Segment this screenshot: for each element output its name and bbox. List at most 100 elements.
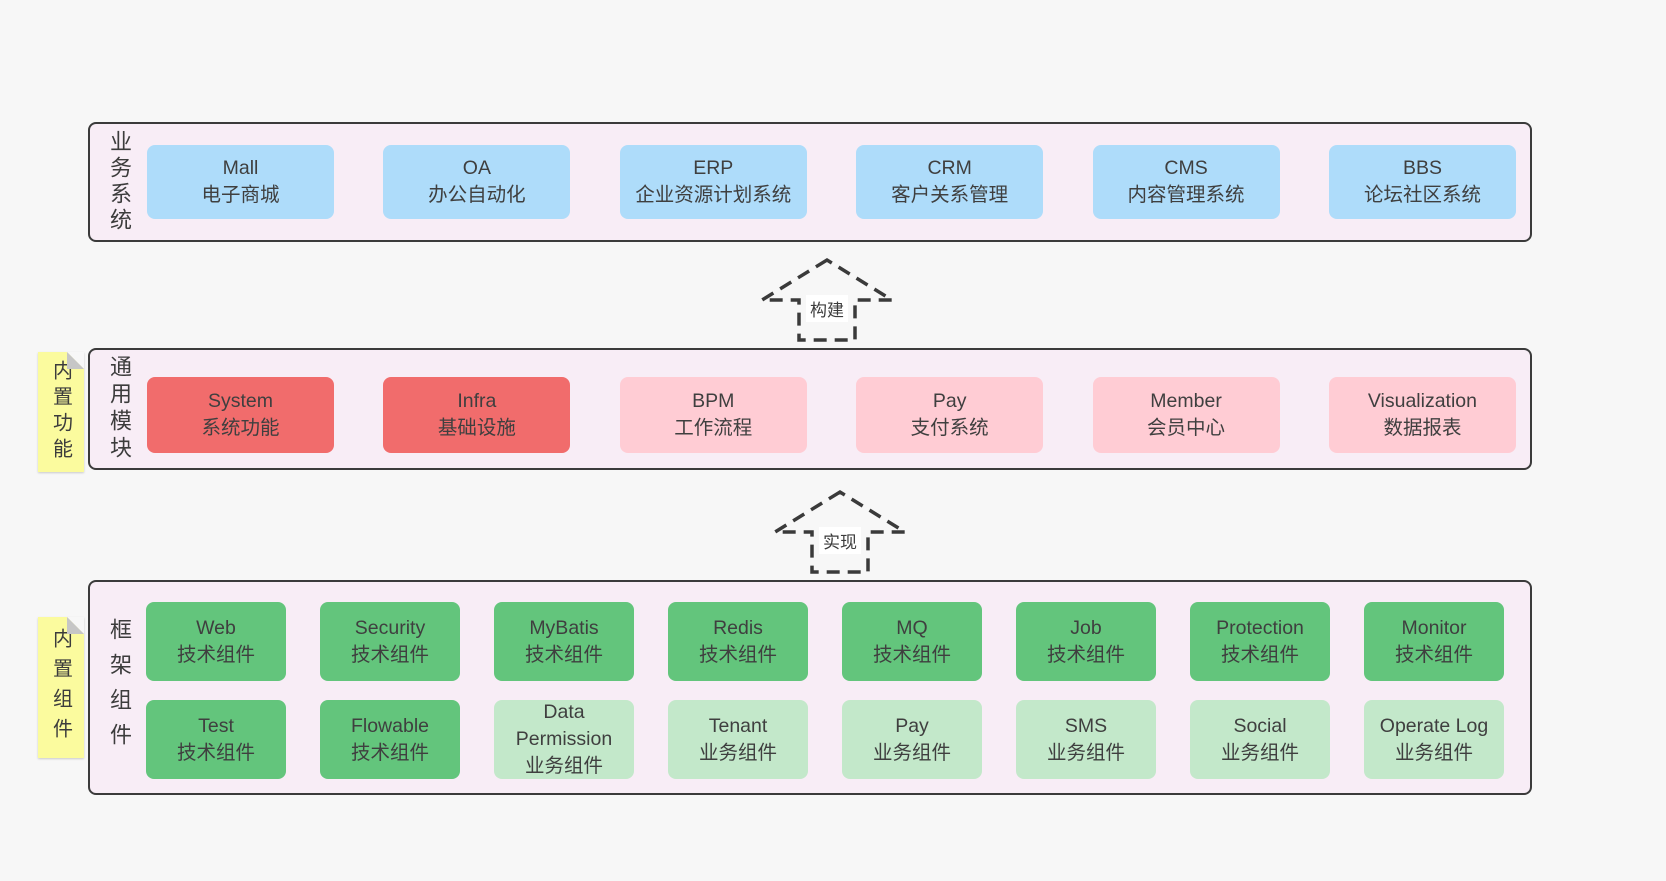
box-title: Security	[354, 616, 426, 639]
box-subtitle: 技术组件	[176, 741, 255, 764]
sticky-note-builtin-components: 内置组件	[38, 617, 84, 758]
box-mybatis: MyBatis 技术组件	[494, 602, 634, 681]
box-title: OA	[462, 157, 491, 180]
box-title: Mall	[222, 157, 259, 180]
box-sms: SMS 业务组件	[1016, 700, 1156, 779]
box-infra: Infra 基础设施	[383, 377, 571, 453]
box-title: BPM	[692, 390, 735, 413]
sticky-note-builtin-functions: 内置功能	[38, 352, 84, 472]
box-web: Web 技术组件	[146, 602, 286, 681]
box-protection: Protection 技术组件	[1190, 602, 1330, 681]
box-title: MyBatis	[529, 616, 599, 639]
box-pay: Pay 业务组件	[842, 700, 982, 779]
box-subtitle: 支付系统	[910, 417, 989, 439]
box-title: Job	[1070, 616, 1102, 639]
box-title: CRM	[927, 157, 972, 180]
box-title: Monitor	[1401, 616, 1467, 639]
box-job: Job 技术组件	[1016, 602, 1156, 681]
box-subtitle: 技术组件	[350, 741, 429, 764]
box-visualization: Visualization 数据报表	[1328, 377, 1516, 453]
box-title: System	[207, 390, 273, 413]
box-security: Security 技术组件	[320, 602, 460, 681]
box-mall: Mall 电子商城	[147, 145, 334, 219]
implement-arrow-label: 实现	[819, 527, 861, 554]
box-subtitle: 客户关系管理	[891, 184, 1009, 206]
box-subtitle: 内容管理系统	[1127, 184, 1245, 206]
sticky-label: 内置功能	[49, 360, 72, 464]
box-member: Member 会员中心	[1092, 377, 1280, 453]
box-title: Social	[1233, 714, 1287, 737]
box-title: Flowable	[350, 714, 430, 737]
box-test: Test 技术组件	[146, 700, 286, 779]
box-monitor: Monitor 技术组件	[1364, 602, 1504, 681]
box-mq: MQ 技术组件	[842, 602, 982, 681]
layer-label-modules: 通用模块	[107, 355, 132, 463]
box-title: Web	[196, 616, 236, 639]
box-subtitle: 技术组件	[872, 643, 951, 666]
box-subtitle: 技术组件	[524, 643, 603, 666]
layer-label-components: 框架组件	[107, 617, 132, 758]
layer-label-business: 业务系统	[107, 130, 132, 234]
build-arrow: 构建	[752, 254, 902, 344]
box-subtitle: 技术组件	[350, 643, 429, 666]
box-subtitle: 业务组件	[1394, 741, 1473, 764]
box-flowable: Flowable 技术组件	[320, 700, 460, 779]
box-tenant: Tenant 业务组件	[668, 700, 808, 779]
box-subtitle: 技术组件	[1220, 643, 1299, 666]
box-title: Tenant	[708, 714, 768, 737]
implement-arrow: 实现	[765, 486, 915, 576]
box-erp: ERP 企业资源计划系统	[619, 145, 807, 219]
box-data-permission: Data Permission 业务组件	[494, 700, 634, 779]
box-subtitle: 电子商城	[201, 184, 280, 206]
box-subtitle: 办公自动化	[428, 184, 526, 206]
box-subtitle: 业务组件	[1046, 741, 1125, 764]
box-subtitle: 技术组件	[176, 643, 255, 666]
dashed-up-arrow-icon	[768, 489, 912, 574]
dashed-up-arrow-icon	[755, 257, 899, 342]
box-subtitle: 技术组件	[1394, 643, 1473, 666]
box-subtitle: 企业资源计划系统	[635, 184, 792, 206]
box-title: Operate Log	[1379, 714, 1489, 737]
box-subtitle: 技术组件	[698, 643, 777, 666]
box-title: Protection	[1216, 616, 1304, 639]
box-subtitle: 业务组件	[698, 741, 777, 764]
box-system: System 系统功能	[147, 377, 334, 453]
box-subtitle: 系统功能	[201, 417, 280, 439]
box-title: Member	[1150, 390, 1222, 413]
build-arrow-label: 构建	[806, 295, 848, 322]
box-title: Infra	[457, 390, 497, 413]
box-operate-log: Operate Log 业务组件	[1364, 700, 1504, 779]
box-subtitle: 基础设施	[437, 417, 516, 439]
sticky-label: 内置组件	[49, 627, 72, 748]
box-title: MQ	[896, 616, 928, 639]
box-subtitle: 数据报表	[1383, 417, 1462, 439]
box-title: SMS	[1064, 714, 1108, 737]
business-box-row: Mall 电子商城 OA 办公自动化 ERP 企业资源计划系统 CRM 客户关系管理 CMS 内容…	[147, 145, 1516, 219]
box-redis: Redis 技术组件	[668, 602, 808, 681]
box-subtitle: 论坛社区系统	[1363, 184, 1481, 206]
box-title: Test	[198, 714, 234, 737]
box-cms: CMS 内容管理系统	[1092, 145, 1280, 219]
box-title: ERP	[693, 157, 734, 180]
box-title: CMS	[1164, 157, 1208, 180]
box-subtitle: 业务组件	[1220, 741, 1299, 764]
box-subtitle: 业务组件	[872, 741, 951, 764]
box-title: Pay	[932, 390, 967, 413]
box-subtitle: 会员中心	[1147, 417, 1226, 439]
layer-business-systems: 业务系统 Mall 电子商城 OA 办公自动化 ERP 企业资源计划系统 CRM 客户关系管理…	[88, 122, 1532, 242]
box-subtitle: 业务组件	[524, 754, 603, 777]
box-title: Data Permission	[515, 701, 613, 751]
box-crm: CRM 客户关系管理	[856, 145, 1044, 219]
box-subtitle: 技术组件	[1046, 643, 1125, 666]
box-title: Redis	[713, 616, 763, 639]
box-title: Visualization	[1367, 390, 1478, 413]
box-social: Social 业务组件	[1190, 700, 1330, 779]
box-oa: OA 办公自动化	[383, 145, 571, 219]
box-title: Pay	[895, 714, 929, 737]
